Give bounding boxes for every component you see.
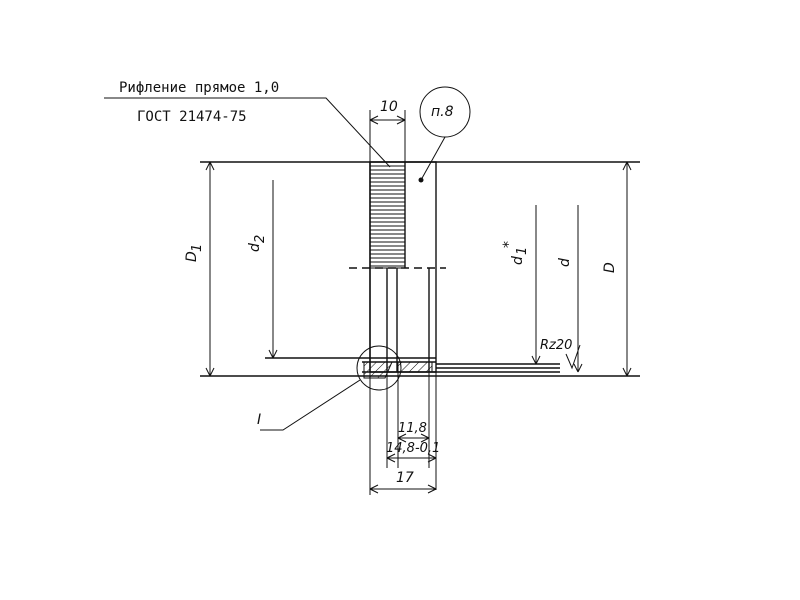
standard-note: ГОСТ 21474-75: [137, 109, 247, 125]
knurled-surface: [369, 161, 406, 269]
diameter-D1-sub: 1: [190, 244, 205, 252]
diameter-D1-main: D: [184, 251, 200, 262]
bore-depth-dimension: 11,8: [398, 421, 427, 436]
total-width-dimension: 17: [396, 470, 414, 486]
diameter-d1-sub: 1: [515, 247, 530, 255]
diameter-D-main: D: [602, 262, 618, 273]
bore-depth-2-dimension: 14,8-0,1: [386, 441, 440, 456]
roughness-symbol: [565, 344, 581, 370]
item-callout: [418, 86, 471, 183]
item-callout-text: п.8: [431, 104, 454, 120]
dimension-lines: [369, 110, 437, 495]
diameter-d: d: [557, 258, 573, 267]
vertical-dimensions: [205, 161, 632, 377]
diameter-D: D: [602, 262, 618, 273]
knurl-note-leader: [104, 97, 391, 168]
diameter-d1-main: d: [510, 256, 526, 265]
knurl-note: Рифление прямое 1,0: [119, 80, 279, 96]
detail-callout: [260, 345, 402, 431]
diameter-d2: d 2: [247, 235, 268, 252]
diameter-d2-main: d: [247, 243, 263, 252]
detail-callout-text: I: [257, 412, 261, 428]
knurl-width-dimension: 10: [380, 99, 398, 115]
part-outline: [200, 161, 640, 377]
roughness-label: Rz20: [540, 338, 572, 353]
diameter-d2-sub: 2: [253, 235, 268, 243]
section-hatching: [363, 361, 433, 379]
diameter-d1-star: *: [501, 241, 517, 248]
diameter-d-main: d: [557, 258, 573, 267]
diameter-D1: D 1: [184, 244, 205, 262]
diameter-d1: d 1 *: [501, 241, 530, 265]
